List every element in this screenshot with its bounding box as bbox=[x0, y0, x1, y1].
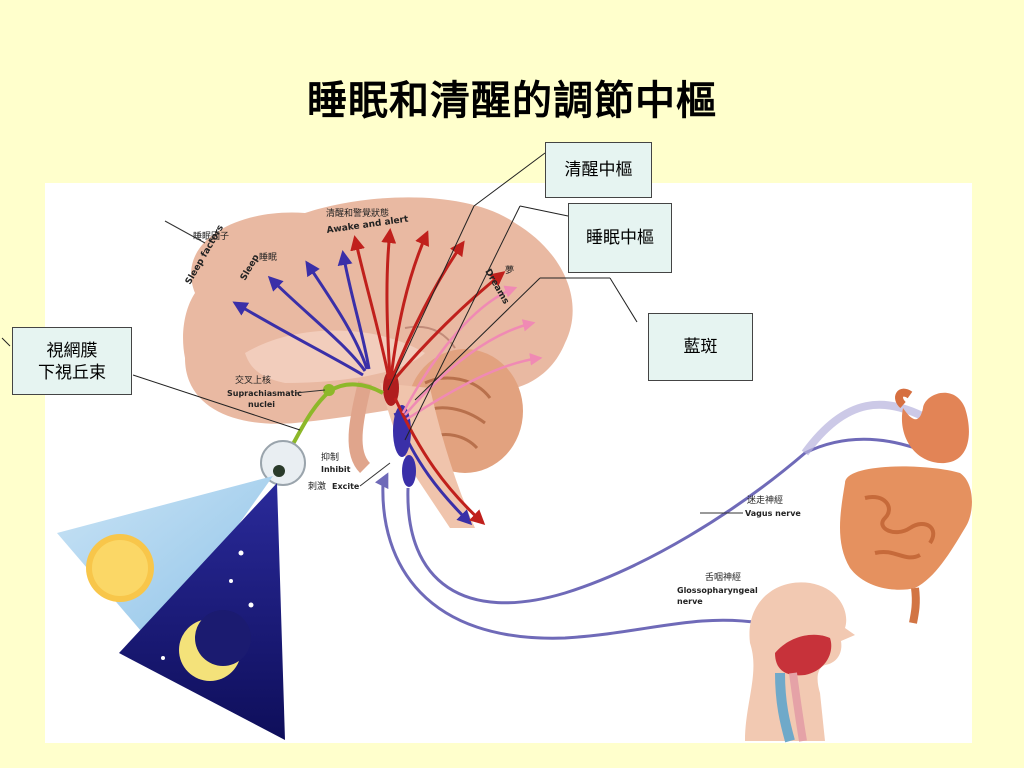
dreams-zh-label: 夢 bbox=[505, 264, 514, 276]
sleep-zh-label: 睡眠 bbox=[259, 251, 277, 263]
excite-zh-label: 刺激 bbox=[308, 480, 326, 492]
scn-en-label-2: nuclei bbox=[248, 400, 275, 409]
locus-coeruleus-callout: 藍斑 bbox=[648, 313, 753, 381]
moon-icon bbox=[179, 610, 251, 681]
sleep-center-label: 睡眠中樞 bbox=[586, 228, 654, 248]
awake-center-label: 清醒中樞 bbox=[564, 160, 633, 180]
scn-en-label-1: Suprachiasmatic bbox=[227, 389, 302, 398]
glosso-zh-label: 舌咽神經 bbox=[705, 571, 741, 583]
vagus-zh-label: 迷走神經 bbox=[747, 494, 783, 506]
night-panel bbox=[119, 483, 285, 740]
star-icons bbox=[161, 550, 254, 660]
eye-icon bbox=[260, 440, 306, 486]
brain-diagram-figure: 睡眠因子 Sleep factors 睡眠 Sleep 清醒和警覺狀態 Awak… bbox=[45, 183, 972, 743]
sleep-factors-zh: 睡眠因子 bbox=[193, 230, 229, 242]
retina-label-line1: 視網膜 bbox=[46, 341, 98, 361]
brain-diagram-svg: 睡眠因子 Sleep factors 睡眠 Sleep 清醒和警覺狀態 Awak… bbox=[57, 197, 972, 743]
locus-coeruleus-label: 藍斑 bbox=[683, 337, 718, 357]
glosso-en-label-1: Glossopharyngeal bbox=[677, 586, 758, 595]
retinohypothalamic-pathway bbox=[283, 382, 384, 460]
excite-en-label: Excite bbox=[332, 482, 360, 491]
vagus-nerve-path bbox=[406, 400, 938, 605]
day-panel bbox=[57, 476, 273, 645]
sleep-pathway-arrows bbox=[232, 250, 473, 526]
retinohypothalamic-callout: 視網膜 下視丘束 bbox=[12, 327, 132, 395]
intestines bbox=[840, 466, 972, 624]
awake-center-callout: 清醒中樞 bbox=[545, 142, 652, 198]
awake-zh-label: 清醒和警覺狀態 bbox=[326, 207, 389, 219]
sun-icon bbox=[86, 534, 154, 602]
vagus-en-label: Vagus nerve bbox=[745, 509, 801, 518]
retina-label-line2: 下視丘束 bbox=[38, 363, 106, 383]
head-profile bbox=[745, 582, 855, 743]
glosso-en-label-2: nerve bbox=[677, 597, 703, 606]
sleep-center-callout: 睡眠中樞 bbox=[568, 203, 672, 273]
stomach bbox=[895, 388, 969, 464]
scn-zh-label: 交叉上核 bbox=[235, 374, 271, 386]
slide-title: 睡眠和清醒的調節中樞 bbox=[307, 77, 717, 124]
inhibit-zh-label: 抑制 bbox=[321, 451, 339, 463]
inhibit-en-label: Inhibit bbox=[321, 465, 351, 474]
